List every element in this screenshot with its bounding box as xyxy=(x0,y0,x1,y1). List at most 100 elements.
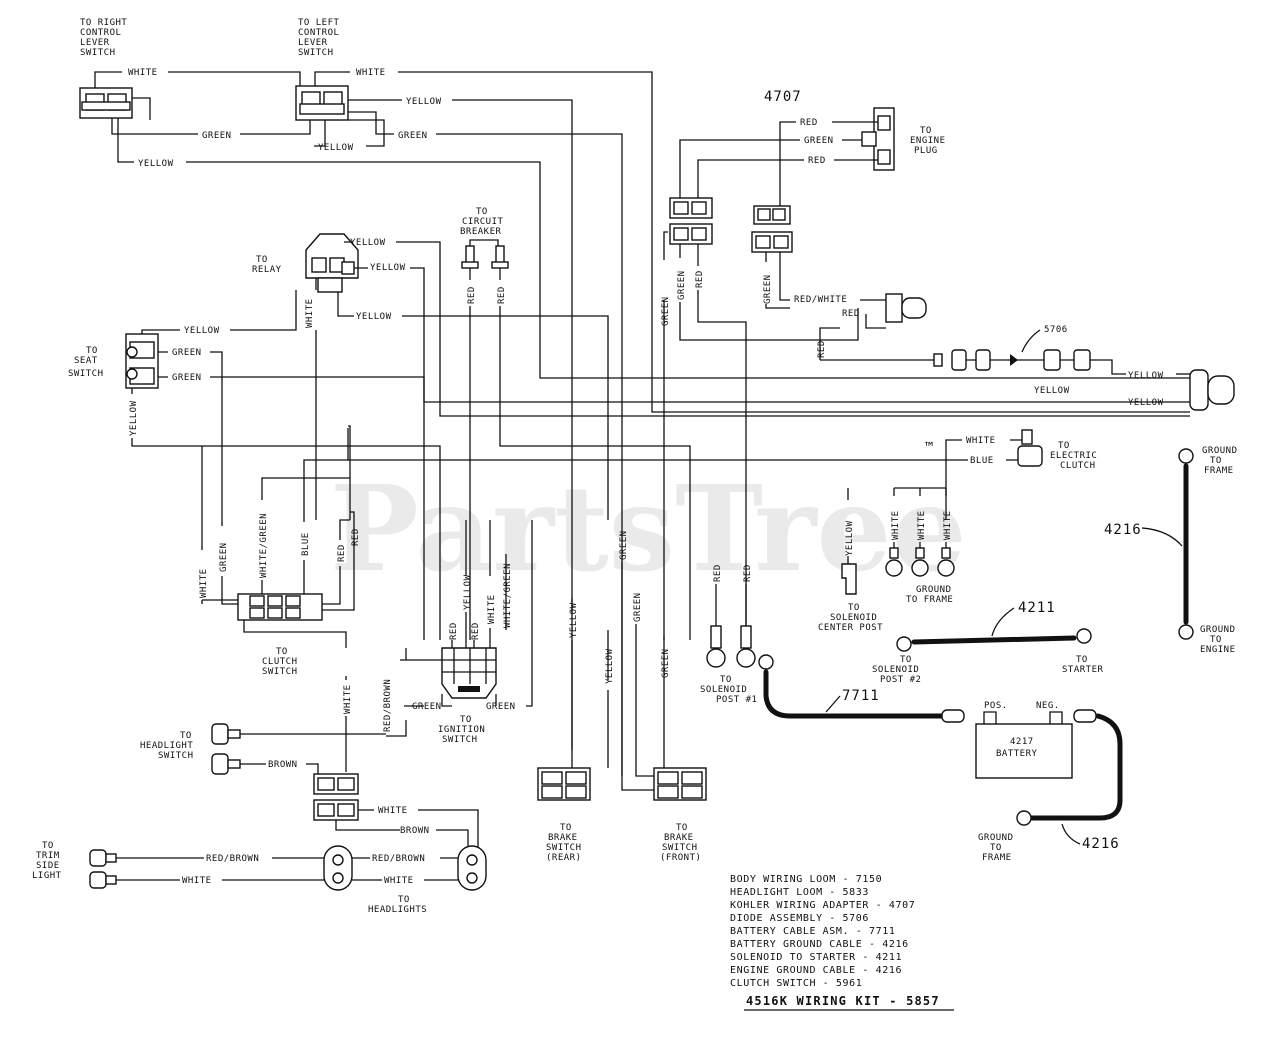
left-control-label-2: CONTROL xyxy=(298,28,339,38)
wire-label-yellow: YELLOW xyxy=(129,400,139,436)
solenoid-center-label-1: TO xyxy=(848,603,860,613)
ground-engine-label-2: TO xyxy=(1210,635,1222,645)
battery-cable xyxy=(758,654,965,723)
right-control-label-2: CONTROL xyxy=(80,28,121,38)
legend-item: CLUTCH SWITCH - 5961 xyxy=(730,978,862,989)
wire-label-yellow: YELLOW xyxy=(1034,386,1070,396)
brake-rear-label-2: BRAKE xyxy=(548,833,578,843)
ground-frame-mid-label-1: GROUND xyxy=(916,585,952,595)
wire-label-red: RED xyxy=(351,528,361,546)
wire-label-red: RED xyxy=(743,564,753,582)
wire-label-green: GREEN xyxy=(412,702,442,712)
right-control-label-1: TO RIGHT xyxy=(80,18,127,28)
brake-front-label-1: TO xyxy=(676,823,688,833)
solenoid-post2-label-3: POST #2 xyxy=(880,675,921,685)
wire-label-white-green: WHITE/GREEN xyxy=(503,563,513,628)
trim-side-light-terminals xyxy=(89,849,117,889)
red-white-terminal xyxy=(885,293,927,323)
wire-label-white: WHITE xyxy=(199,568,209,598)
wire-label-yellow: YELLOW xyxy=(184,326,220,336)
brake-switch-rear-connector xyxy=(537,767,591,801)
wire-label-yellow: YELLOW xyxy=(1128,371,1164,381)
right-control-label-4: SWITCH xyxy=(80,48,116,58)
battery-ground-label-1: GROUND xyxy=(978,833,1014,843)
headlight-switch-label-3: SWITCH xyxy=(158,751,194,761)
wire-label-yellow: YELLOW xyxy=(605,648,615,684)
wire-label-green: GREEN xyxy=(633,592,643,622)
ignition-label-3: SWITCH xyxy=(442,735,478,745)
battery-label: BATTERY xyxy=(996,749,1038,759)
solenoid-post2-label-2: SOLENOID xyxy=(872,665,919,675)
ground-engine-label-1: GROUND xyxy=(1200,625,1236,635)
wire-label-green: GREEN xyxy=(486,702,516,712)
wire-label-yellow: YELLOW xyxy=(569,602,579,638)
left-control-label-1: TO LEFT xyxy=(298,18,340,28)
ignition-label-2: IGNITION xyxy=(438,725,485,735)
watermark-trademark: ™ xyxy=(925,440,933,456)
ignition-switch-connector xyxy=(441,647,497,699)
brake-rear-label-1: TO xyxy=(560,823,572,833)
headlight-switch-label-2: HEADLIGHT xyxy=(140,741,193,751)
wire-label-red: RED xyxy=(713,564,723,582)
electric-clutch-connector xyxy=(1017,429,1043,467)
diode-assembly xyxy=(933,349,1091,371)
wire-label-white: WHITE xyxy=(943,510,953,540)
wire-label-white: WHITE xyxy=(891,510,901,540)
wire-label-yellow: YELLOW xyxy=(318,143,354,153)
headlights-label-2: HEADLIGHTS xyxy=(368,905,427,915)
wire-label-red-white: RED/WHITE xyxy=(794,295,847,305)
relay-label-1: TO xyxy=(256,255,268,265)
headlight-switch-label-1: TO xyxy=(180,731,192,741)
ground-frame-label-2: TO xyxy=(1210,456,1222,466)
clutch-switch-label-3: SWITCH xyxy=(262,667,298,677)
headlight-connector-lower xyxy=(313,799,359,821)
part-number-4216: 4216 xyxy=(1082,836,1120,852)
left-control-switch-connector xyxy=(295,85,349,121)
wire-label-red-brown: RED/BROWN xyxy=(206,854,259,864)
wire-label-red: RED xyxy=(808,156,826,166)
battery-ground-cable xyxy=(1016,709,1123,826)
brake-front-label-4: (FRONT) xyxy=(660,853,701,863)
headlight-switch-terminals xyxy=(211,723,241,775)
wire-label-green: GREEN xyxy=(763,274,773,304)
solenoid-post1-terminals xyxy=(706,625,756,668)
right-control-label-3: LEVER xyxy=(80,38,110,48)
circuit-breaker-label-1: TO xyxy=(476,207,488,217)
watermark: PartsTree xyxy=(330,459,967,598)
engine-main-connector xyxy=(1189,369,1235,411)
wire-label-yellow: YELLOW xyxy=(138,159,174,169)
adapter-connector-upper-left xyxy=(669,197,713,219)
battery-pos-label: POS. xyxy=(984,701,1008,711)
electric-clutch-label-2: ELECTRIC xyxy=(1050,451,1097,461)
wire-label-white: WHITE xyxy=(966,436,996,446)
clutch-switch-label-2: CLUTCH xyxy=(262,657,298,667)
wire-label-green: GREEN xyxy=(661,648,671,678)
brake-rear-label-3: SWITCH xyxy=(546,843,582,853)
left-control-label-3: LEVER xyxy=(298,38,328,48)
seat-switch-connector xyxy=(125,333,159,389)
solenoid-center-terminal xyxy=(841,563,857,595)
trim-label-1: TO xyxy=(42,841,54,851)
relay-label-2: RELAY xyxy=(252,265,282,275)
wire-label-white: WHITE xyxy=(356,68,386,78)
wire-label-yellow: YELLOW xyxy=(406,97,442,107)
wire-label-red-brown: RED/BROWN xyxy=(372,854,425,864)
clutch-switch-connector xyxy=(237,593,323,621)
circuit-breaker-label-3: BREAKER xyxy=(460,227,502,237)
wire-label-yellow: YELLOW xyxy=(350,238,386,248)
part-number-5706: 5706 xyxy=(1044,325,1068,335)
wire-label-green: GREEN xyxy=(219,542,229,572)
wire-label-white: WHITE xyxy=(378,806,408,816)
trim-label-4: LIGHT xyxy=(32,871,62,881)
legend-item: SOLENOID TO STARTER - 4211 xyxy=(730,952,902,963)
wire-label-green: GREEN xyxy=(172,348,202,358)
wire-label-white: WHITE xyxy=(917,510,927,540)
electric-clutch-label-1: TO xyxy=(1058,441,1070,451)
wire-label-red: RED xyxy=(467,286,477,304)
ground-frame-label-1: GROUND xyxy=(1202,446,1238,456)
wire-label-white: WHITE xyxy=(487,594,497,624)
wire-label-white: WHITE xyxy=(343,684,353,714)
solenoid-post2-label-1: TO xyxy=(900,655,912,665)
wire-label-white: WHITE xyxy=(128,68,158,78)
circuit-breaker-label-2: CIRCUIT xyxy=(462,217,504,227)
